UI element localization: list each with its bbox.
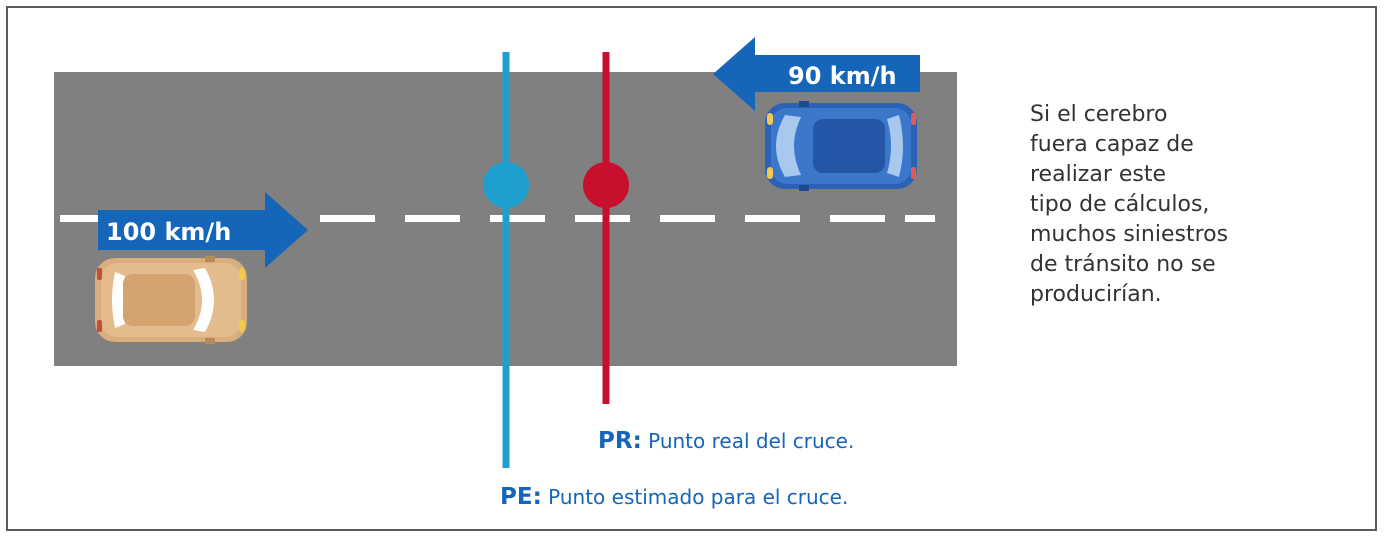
explanation-line: realizar este — [1030, 162, 1167, 187]
estimated-crossing-point — [483, 162, 529, 208]
explanation-line: Si el cerebro — [1030, 102, 1168, 127]
legend-pe-text: Punto estimado para el cruce. — [541, 485, 849, 509]
legend-pr-text: Punto real del cruce. — [641, 429, 855, 453]
left-arrow-icon — [713, 37, 920, 111]
right-car-speed-label: 90 km/h — [788, 62, 897, 90]
explanation-line: muchos siniestros — [1030, 222, 1229, 247]
explanation-line: producirían. — [1030, 282, 1162, 307]
legend-real-point: PR: Punto real del cruce. — [598, 428, 854, 454]
explanation-line: tipo de cálculos, — [1030, 192, 1210, 217]
legend-pr-abbr: PR: — [598, 428, 642, 454]
legend-pe-abbr: PE: — [500, 484, 542, 510]
real-crossing-point — [583, 162, 629, 208]
explanation-line: de tránsito no se — [1030, 252, 1216, 277]
tan-car-icon — [95, 256, 247, 344]
right-arrow-icon — [98, 192, 308, 268]
legend-estimated-point: PE: Punto estimado para el cruce. — [500, 484, 848, 510]
left-car-speed-label: 100 km/h — [106, 218, 231, 246]
blue-car-icon — [765, 101, 917, 191]
explanation-text: Si el cerebro fuera capaz de realizar es… — [1030, 100, 1350, 310]
explanation-line: fuera capaz de — [1030, 132, 1194, 157]
